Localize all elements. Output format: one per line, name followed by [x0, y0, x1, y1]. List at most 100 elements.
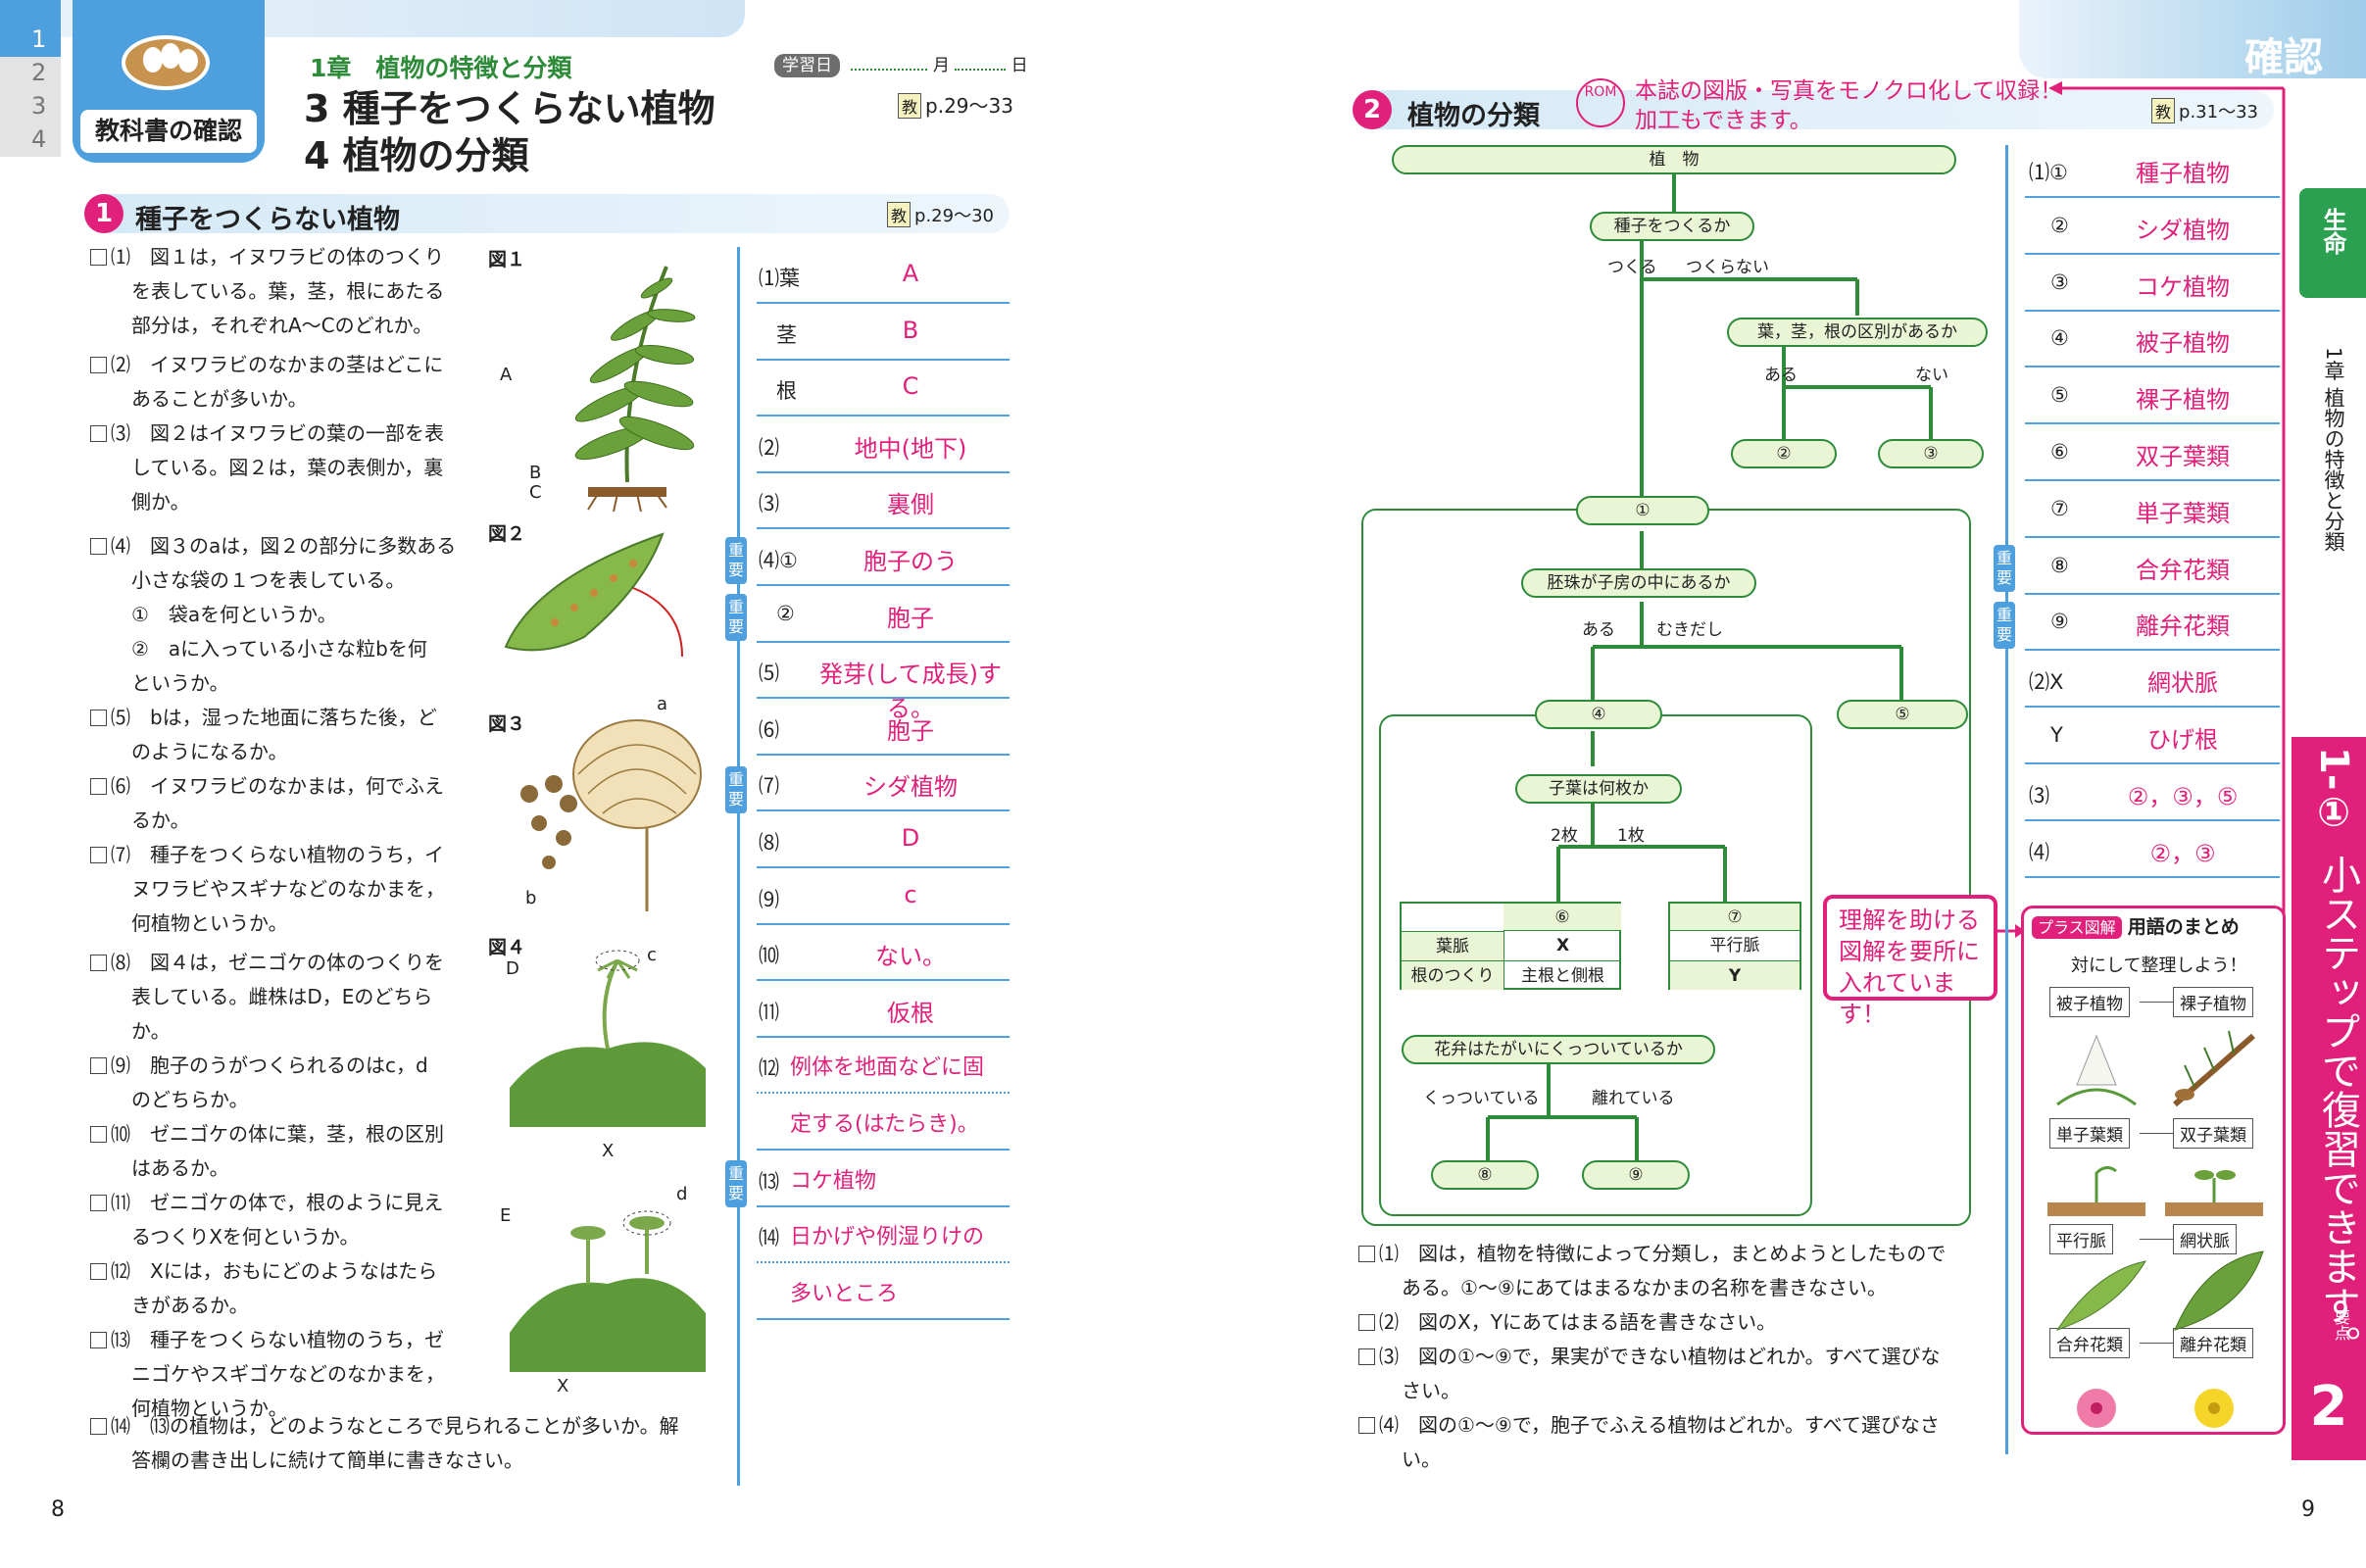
- diagram-callout: 理解を助ける 図解を要所に 入れています！: [1823, 895, 1997, 1028]
- question-line: あることが多いか。: [131, 382, 523, 416]
- answer-value: A: [902, 260, 919, 287]
- answer-key: ⑴①: [2029, 161, 2068, 184]
- question-checkbox[interactable]: [90, 778, 107, 795]
- question-checkbox[interactable]: [90, 710, 107, 726]
- question-text: のようになるか。: [131, 740, 288, 763]
- term-summary-header: プラス図解用語のまとめ: [2024, 908, 2283, 942]
- question-checkbox[interactable]: [1358, 1246, 1375, 1262]
- answer-row[interactable]: 定する(はたらき)。: [757, 1094, 1010, 1151]
- tree-q4-a: 2枚: [1551, 826, 1578, 846]
- answer-row[interactable]: ⑼c: [757, 868, 1010, 925]
- pine-icon: [2173, 1030, 2255, 1107]
- right-answer-row[interactable]: ⑷②，③: [2025, 821, 2280, 878]
- term-pair-item: 単子葉類: [2049, 1118, 2130, 1149]
- answer-row[interactable]: ⑺シダ植物: [757, 755, 1010, 812]
- answer-row[interactable]: ⑽ない。: [757, 924, 1010, 982]
- question-checkbox[interactable]: [90, 1263, 107, 1280]
- answer-key: ②: [776, 601, 795, 625]
- question-line: ⑶ 図２はイヌワラビの葉の一部を表: [90, 416, 482, 451]
- term-pair-connector: [2140, 1133, 2173, 1134]
- right-question-line: さい。: [1402, 1374, 2039, 1408]
- figure-1-label: 図１: [488, 249, 526, 270]
- question-checkbox[interactable]: [1358, 1348, 1375, 1365]
- answer-row[interactable]: ⑵地中(地下): [757, 416, 1010, 473]
- answer-key: ⑧: [2050, 553, 2069, 577]
- answer-value: 日かげや例湿りけの: [790, 1225, 985, 1250]
- question-text: 小さな袋の１つを表している。: [131, 568, 406, 592]
- question-checkbox[interactable]: [90, 425, 107, 442]
- question-checkbox[interactable]: [90, 538, 107, 555]
- answer-key: ⑶: [759, 492, 779, 516]
- question-text: ⑴ 図１は，イヌワラビの体のつくり: [111, 245, 444, 269]
- question-14-checkbox[interactable]: [90, 1418, 107, 1435]
- question-text: ⑿ Xには，おもにどのようなはたら: [111, 1259, 438, 1283]
- label-b: b: [525, 888, 537, 908]
- question-text: のどちらか。: [131, 1088, 249, 1111]
- subject-tab-life[interactable]: 生命: [2299, 188, 2366, 298]
- answer-value: シダ植物: [863, 773, 958, 802]
- net-vein-leaf-icon: [2174, 1250, 2264, 1331]
- term-pair-item: 裸子植物: [2173, 987, 2253, 1017]
- answer-key: 根: [776, 379, 797, 404]
- answer-row[interactable]: ⒀コケ植物: [757, 1151, 1010, 1207]
- figure-4-label: 図４: [488, 937, 526, 958]
- question-text: 何植物というか。: [131, 1396, 288, 1420]
- question-checkbox[interactable]: [1358, 1314, 1375, 1331]
- tree-q5-no: 離れている: [1592, 1089, 1675, 1108]
- question-checkbox[interactable]: [90, 955, 107, 971]
- answer-value: 胞子のう: [863, 548, 958, 575]
- tree-node-5: ⑤: [1837, 700, 1968, 729]
- question-line: るか。: [131, 804, 523, 838]
- section-1-number: 1: [84, 194, 123, 233]
- answer-row[interactable]: 多いところ: [757, 1263, 1010, 1320]
- page-number-right: 9: [2301, 1497, 2315, 1522]
- label-D: D: [506, 958, 519, 979]
- question-checkbox[interactable]: [90, 1195, 107, 1211]
- tree-table-root: 主根と側根: [1503, 960, 1621, 990]
- right-answer-row[interactable]: ⑶②，③，⑤: [2025, 764, 2280, 821]
- tree-node-6: ⑥: [1503, 904, 1621, 931]
- tree-node-9: ⑨: [1582, 1160, 1690, 1190]
- question-checkbox[interactable]: [90, 1057, 107, 1074]
- answer-row[interactable]: ⒁日かげや例湿りけの: [757, 1206, 1010, 1264]
- answer-value: 例体を地面などに固: [790, 1055, 985, 1081]
- rom-note-line2: 加工もできます。: [1635, 108, 1812, 133]
- question-line: ⑾ ゼニゴケの体で，根のように見え: [90, 1186, 482, 1220]
- question-checkbox[interactable]: [90, 357, 107, 373]
- question-checkbox[interactable]: [1358, 1417, 1375, 1434]
- answer-row[interactable]: ⑿例体を地面などに固: [757, 1037, 1010, 1095]
- question-checkbox[interactable]: [90, 1332, 107, 1348]
- answer-value: 網状脈: [2147, 669, 2218, 698]
- question-text: るつくりXを何というか。: [131, 1225, 360, 1249]
- answer-row[interactable]: ⑾仮根: [757, 981, 1010, 1038]
- answer-value: コケ植物: [790, 1168, 877, 1194]
- study-date-tag: 学習日: [774, 54, 840, 77]
- callout-line1: 理解を助ける: [1839, 906, 1980, 934]
- answer-row[interactable]: ⑸発芽(して成長)する。: [757, 642, 1010, 722]
- answer-row[interactable]: ⑻D: [757, 811, 1010, 868]
- question-checkbox[interactable]: [90, 249, 107, 266]
- rom-note-line1: 本誌の図版・写真をモノクロ化して収録！: [1635, 78, 2063, 104]
- fern-leaf-underside: [504, 532, 683, 658]
- answer-value: 離弁花類: [2136, 612, 2230, 641]
- question-checkbox[interactable]: [90, 1126, 107, 1143]
- question-checkbox[interactable]: [90, 847, 107, 863]
- answer-row[interactable]: ⑶裏側: [757, 472, 1010, 530]
- answer-row[interactable]: ⑹胞子: [757, 699, 1010, 756]
